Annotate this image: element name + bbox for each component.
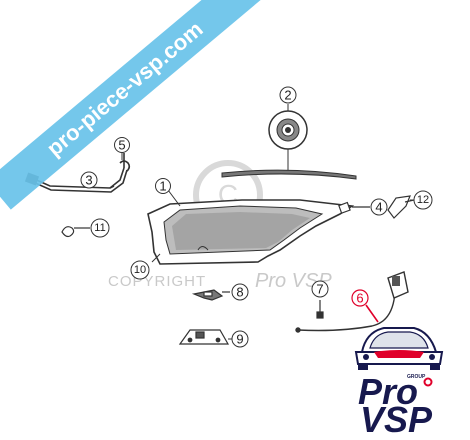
svg-text:2: 2: [284, 88, 291, 103]
callout-3: 3: [80, 171, 98, 189]
hood-release-cable: [295, 271, 409, 333]
callout-7: 7: [311, 280, 329, 298]
pro-vsp-logo: GROUP Pro VSP: [354, 327, 444, 436]
callout-6: 6: [351, 289, 369, 307]
logo-group-label: GROUP: [407, 374, 426, 380]
latch-bracket: [387, 195, 415, 219]
callout-1: 1: [155, 178, 171, 194]
callout-2: 2: [279, 86, 297, 104]
svg-text:6: 6: [356, 291, 363, 306]
callout-5: 5: [114, 137, 130, 153]
svg-text:10: 10: [134, 264, 146, 276]
logo-word-pro: Pro: [358, 371, 418, 412]
callout-10: 10: [130, 260, 150, 280]
copyright-text: COPYRIGHT: [108, 273, 206, 290]
svg-text:4: 4: [375, 200, 382, 215]
callout-8: 8: [231, 283, 249, 301]
latch-plate: [178, 329, 230, 345]
svg-text:5: 5: [118, 138, 125, 153]
svg-text:1: 1: [159, 179, 166, 194]
svg-text:9: 9: [236, 332, 243, 347]
cable-end: [316, 300, 324, 319]
svg-text:12: 12: [417, 194, 429, 206]
svg-text:11: 11: [94, 222, 105, 234]
callout-12: 12: [410, 190, 433, 210]
logo-word-vsp: VSP: [360, 399, 433, 436]
retaining-clip: [61, 226, 90, 238]
callout-4: 4: [370, 198, 388, 216]
hood-bumper-stop: [338, 201, 370, 214]
hood-latch: [191, 289, 230, 301]
car-icon: [354, 327, 444, 370]
callout-9: 9: [228, 330, 249, 348]
hood-badge: [268, 104, 308, 172]
svg-text:8: 8: [236, 285, 243, 300]
svg-text:3: 3: [85, 173, 92, 188]
hood-panel: [147, 189, 355, 265]
callout-11: 11: [90, 218, 110, 238]
logo-dot-icon: [423, 377, 433, 387]
hood-seal-strip: [221, 169, 357, 180]
svg-text:7: 7: [316, 282, 323, 297]
